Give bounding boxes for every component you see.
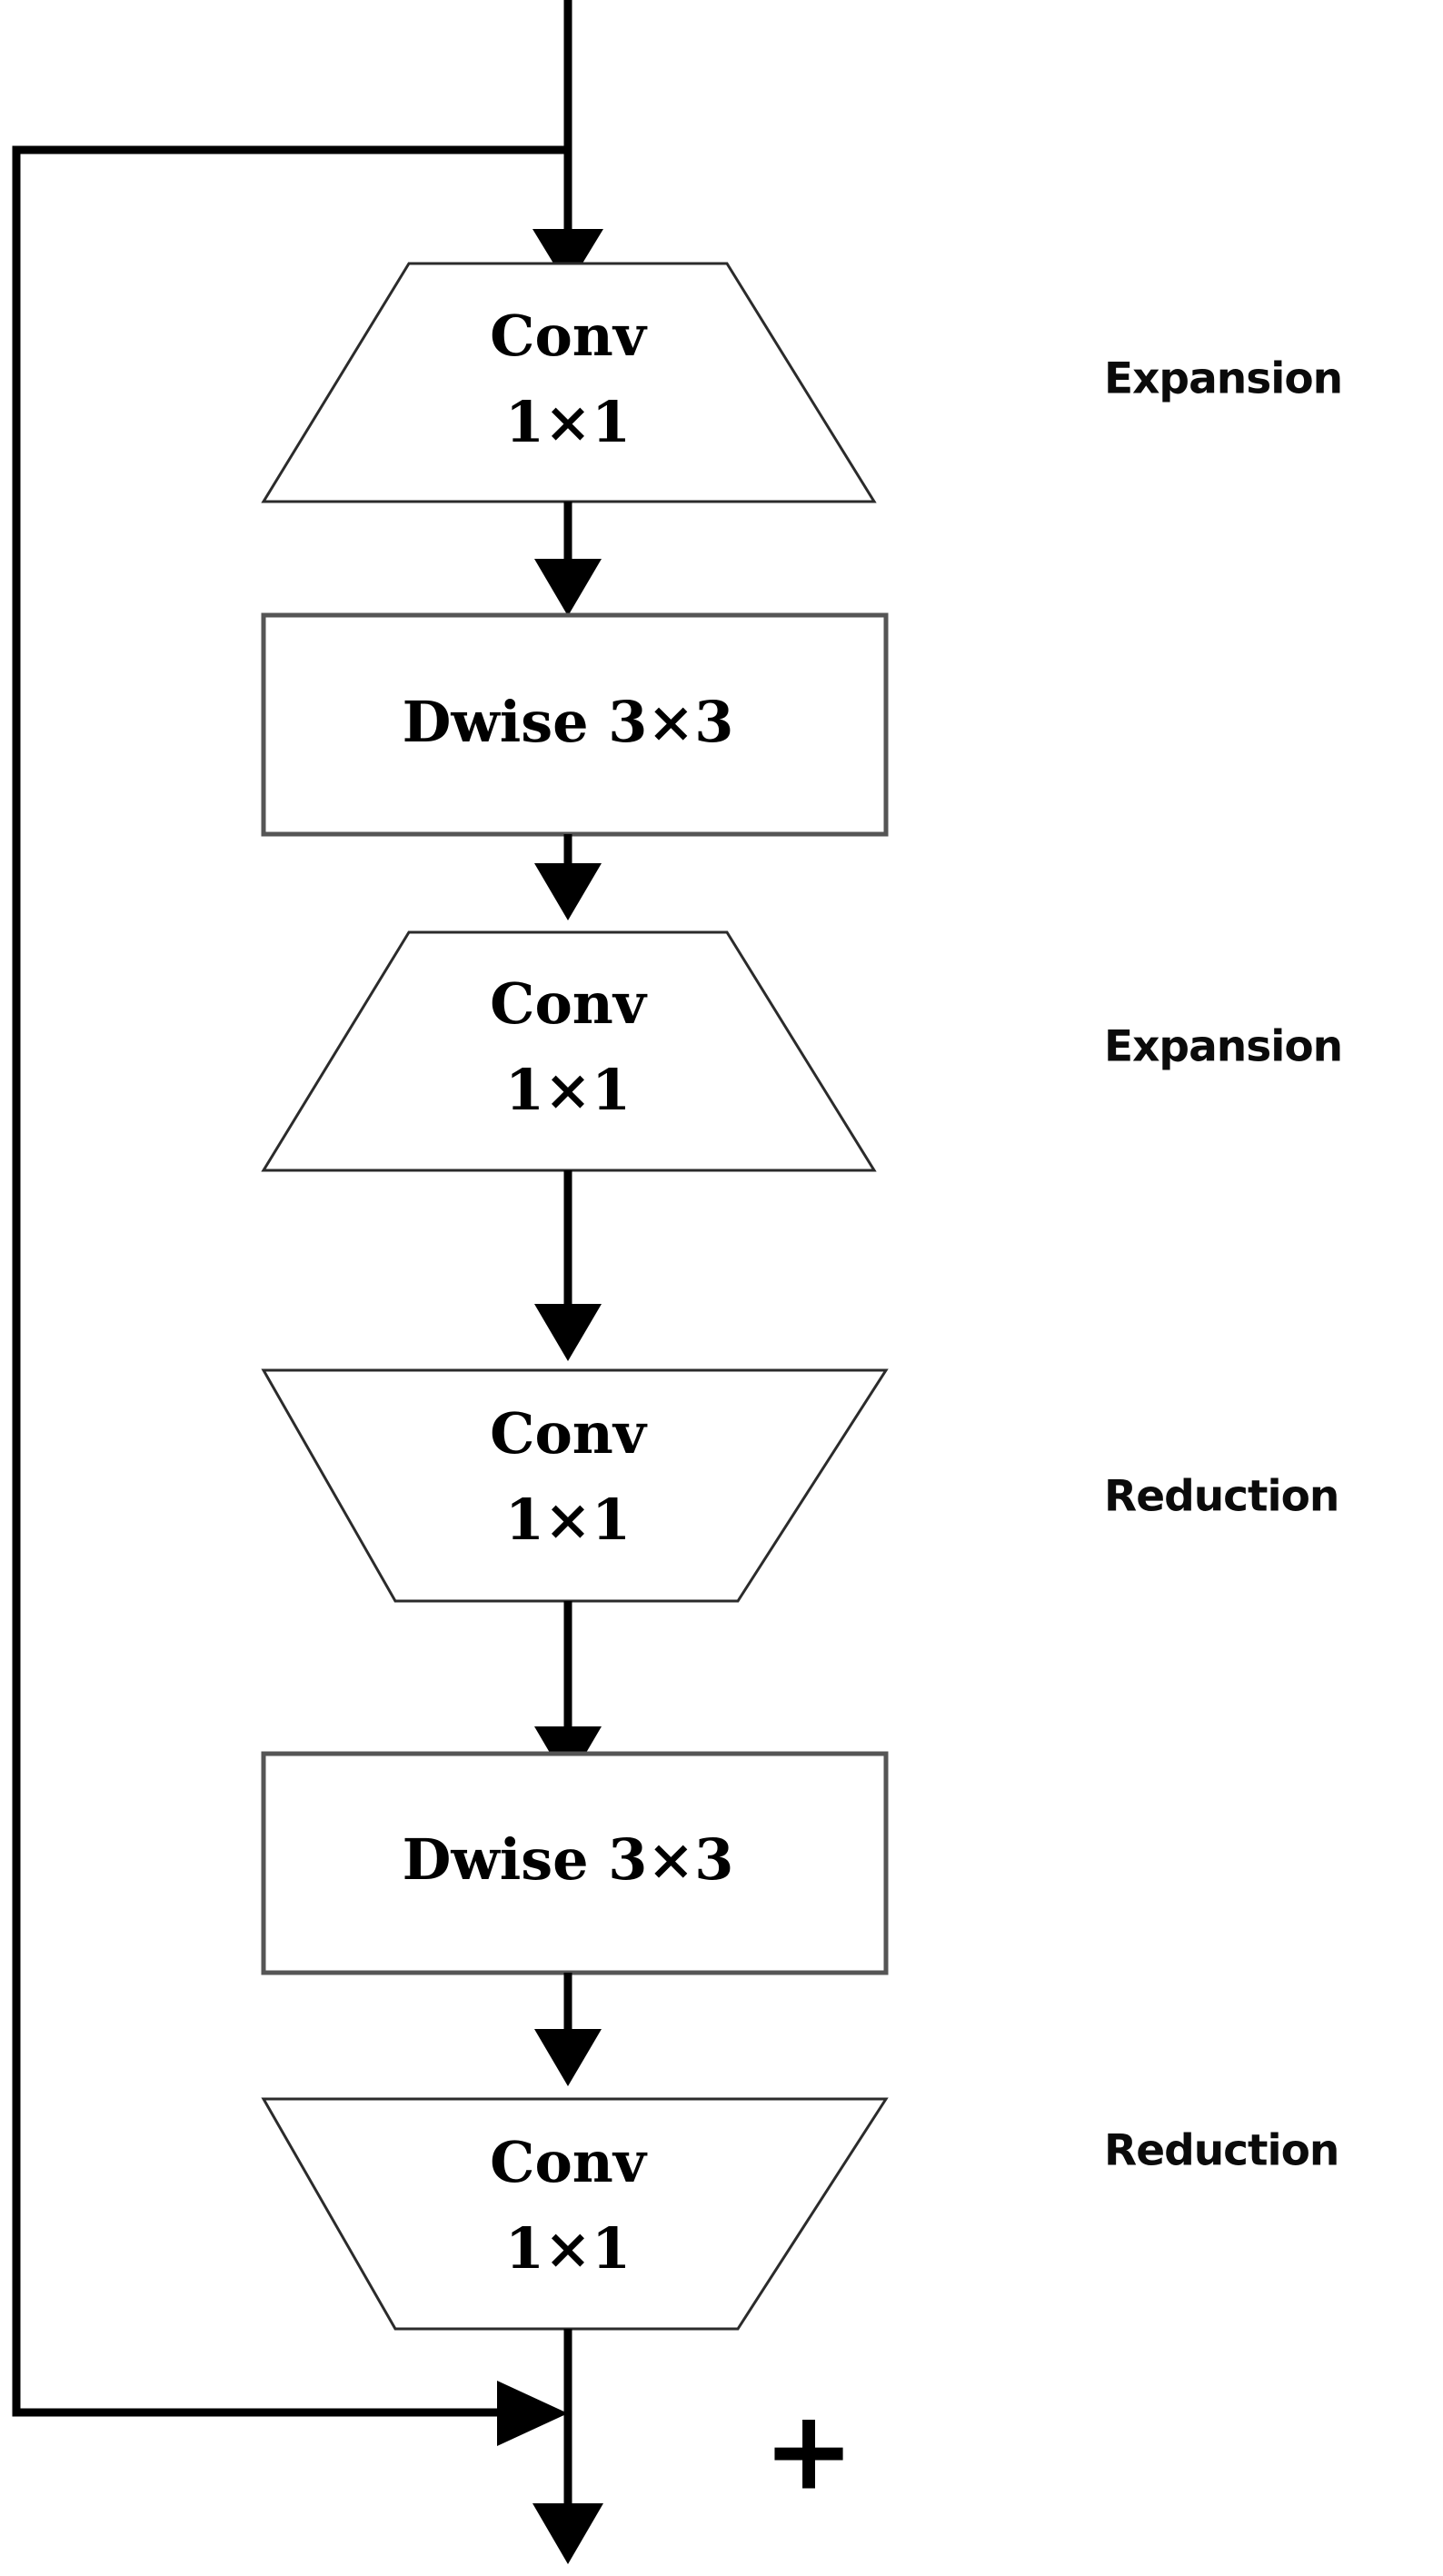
trapezoid-reduce-shape (261, 2097, 889, 2331)
block-label-line1: Dwise 3×3 (403, 1826, 734, 1893)
side-label-expansion-1: Expansion (1104, 354, 1342, 404)
rectangle-shape (261, 612, 889, 837)
connector-2-to-3 (534, 834, 602, 920)
block-label-line2: 1×1 (505, 389, 631, 455)
side-label-expansion-2: Expansion (1104, 1022, 1342, 1072)
side-label-reduction-2: Reduction (1104, 2126, 1339, 2176)
block-label-line1: Conv (490, 970, 648, 1037)
block-dwise-2[interactable]: Dwise 3×3 (261, 1751, 889, 1975)
trapezoid-expand-shape (261, 262, 877, 503)
block-label-line1: Conv (490, 1400, 648, 1467)
input-arrow (532, 0, 603, 287)
block-conv-reduction-1[interactable]: Conv 1×1 (261, 1368, 889, 1603)
connector-1-to-2 (534, 502, 602, 616)
rectangle-shape (261, 1751, 889, 1975)
block-label-line2: 1×1 (505, 2215, 631, 2282)
block-conv-reduction-2[interactable]: Conv 1×1 (261, 2097, 889, 2331)
connector-3-to-4 (534, 1170, 602, 1361)
connector-5-to-6 (534, 1973, 602, 2086)
residual-add-symbol: + (763, 2389, 855, 2515)
block-label-line2: 1×1 (505, 1057, 631, 1123)
trapezoid-reduce-shape (261, 1368, 889, 1603)
block-conv-expansion-1[interactable]: Conv 1×1 (261, 262, 877, 503)
trapezoid-expand-shape (261, 930, 877, 1172)
block-label-line2: 1×1 (505, 1487, 631, 1553)
block-dwise-1[interactable]: Dwise 3×3 (261, 612, 889, 837)
residual-skip-connection (12, 145, 568, 2446)
block-label-line1: Conv (490, 303, 648, 369)
output-arrow (532, 2329, 603, 2564)
block-label-line1: Dwise 3×3 (403, 689, 734, 755)
block-conv-expansion-2[interactable]: Conv 1×1 (261, 930, 877, 1172)
side-label-reduction-1: Reduction (1104, 1472, 1339, 1522)
block-label-line1: Conv (490, 2129, 648, 2195)
